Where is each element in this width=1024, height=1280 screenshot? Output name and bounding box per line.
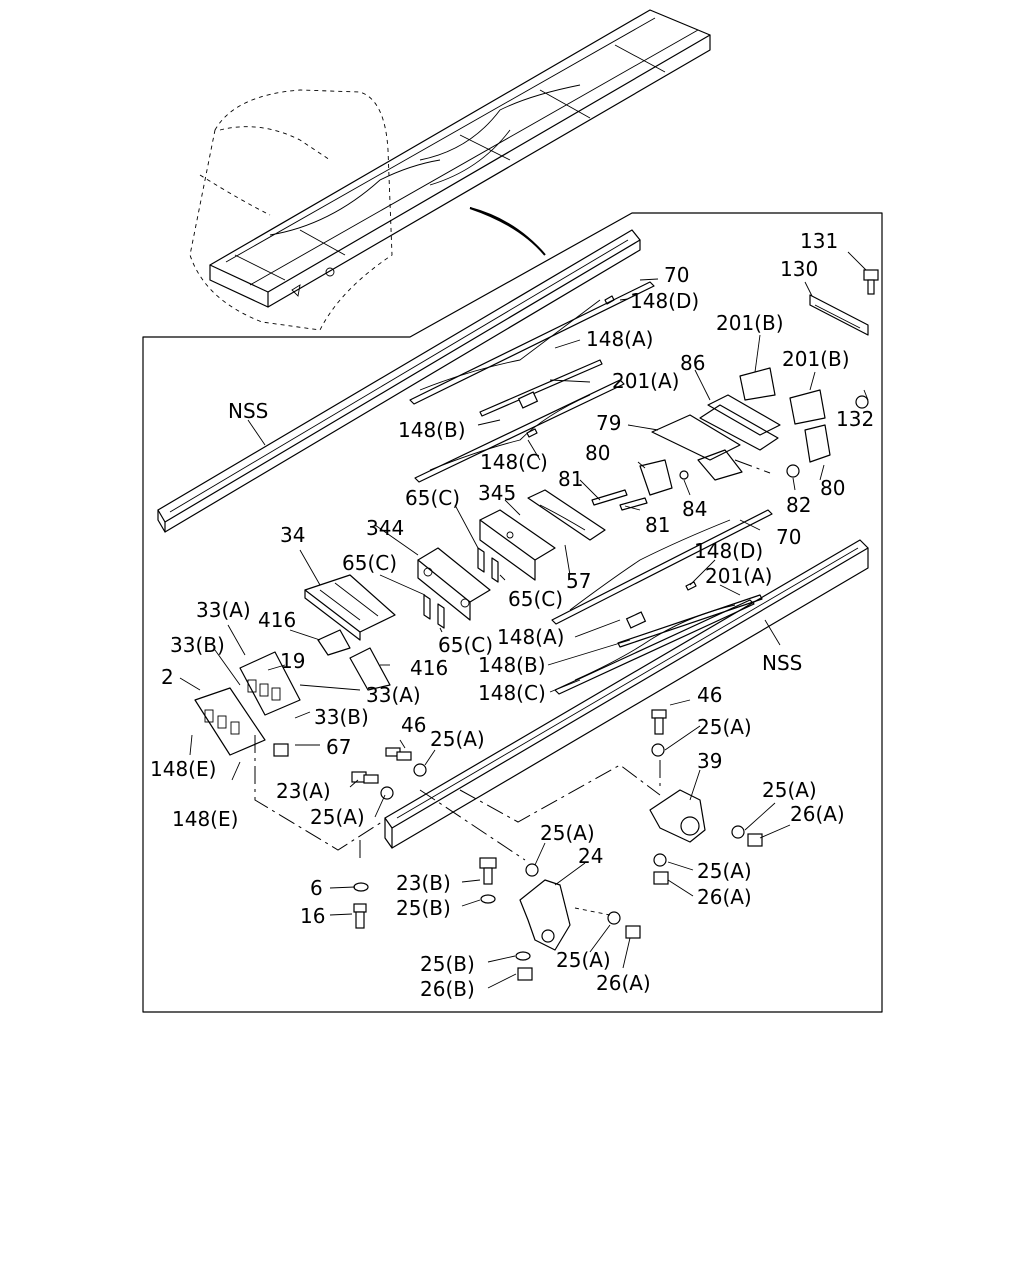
label-25b-2: 25(B): [420, 952, 475, 976]
label-33b-top: 33(B): [170, 633, 225, 657]
label-57: 57: [566, 569, 591, 593]
crossmember-34: [304, 574, 396, 641]
detail-border: [142, 212, 883, 1013]
label-26a-3: 26(A): [596, 971, 651, 995]
label-nss-left: NSS: [228, 399, 268, 423]
label-148a-lower: 148(A): [497, 625, 564, 649]
label-23b: 23(B): [396, 871, 451, 895]
label-25a-3: 25(A): [762, 778, 817, 802]
brackets-416: [317, 629, 391, 691]
label-70-upper: 70: [664, 263, 689, 287]
label-79: 79: [596, 411, 621, 435]
spring-hanger-39: [649, 789, 706, 843]
label-25a-6: 25(A): [697, 859, 752, 883]
brackets-65c: [423, 547, 499, 629]
label-344: 344: [366, 516, 404, 540]
label-131: 131: [800, 229, 838, 253]
label-nss-right: NSS: [762, 651, 802, 675]
label-84: 84: [682, 497, 707, 521]
label-86: 86: [680, 351, 705, 375]
label-6: 6: [310, 876, 323, 900]
label-19: 19: [280, 649, 305, 673]
label-26a-1: 26(A): [790, 802, 845, 826]
label-130: 130: [780, 257, 818, 281]
label-82: 82: [786, 493, 811, 517]
label-25a-7: 25(A): [556, 948, 611, 972]
callout-labels: 131 130 70 148(D) 148(A) 201(B) 201(B) 8…: [150, 229, 874, 1001]
label-132: 132: [836, 407, 874, 431]
leader-lines: [179, 251, 869, 989]
label-201b-left: 201(B): [716, 311, 784, 335]
label-65c-left: 65(C): [342, 551, 397, 575]
label-148c-lower: 148(C): [478, 681, 546, 705]
label-25a-1: 25(A): [430, 727, 485, 751]
truck-overview-illustration: [189, 9, 711, 331]
label-148b-upper: 148(B): [398, 418, 466, 442]
lower-reinforcement-set: [551, 509, 773, 695]
guide-lines: [254, 459, 771, 916]
label-148d-upper: 148(D): [630, 289, 699, 313]
rear-brackets: [639, 294, 869, 496]
label-201b-right: 201(B): [782, 347, 850, 371]
label-81-lower: 81: [645, 513, 670, 537]
upper-reinforcement-set: [409, 281, 655, 483]
label-26a-2: 26(A): [697, 885, 752, 909]
label-148a-upper: 148(A): [586, 327, 653, 351]
label-148e-left: 148(E): [150, 757, 216, 781]
label-81-upper: 81: [558, 467, 583, 491]
label-201a-lower: 201(A): [705, 564, 772, 588]
crossmember-345: [479, 509, 556, 581]
pointer-arrow: [469, 207, 546, 256]
label-416-top: 416: [258, 608, 296, 632]
label-25a-4: 25(A): [310, 805, 365, 829]
crossmember-344: [417, 547, 491, 621]
label-16: 16: [300, 904, 325, 928]
label-25a-2: 25(A): [697, 715, 752, 739]
spring-shackle-24: [519, 879, 571, 951]
label-39: 39: [697, 749, 722, 773]
label-33a-bottom: 33(A): [366, 683, 421, 707]
label-148d-lower: 148(D): [694, 539, 763, 563]
label-33b-bottom: 33(B): [314, 705, 369, 729]
label-46-right: 46: [697, 683, 722, 707]
label-34: 34: [280, 523, 305, 547]
label-148e-right: 148(E): [172, 807, 238, 831]
nss-right-rail: [384, 539, 869, 849]
label-2: 2: [161, 665, 174, 689]
label-80-left: 80: [585, 441, 610, 465]
label-416-bottom: 416: [410, 656, 448, 680]
fasteners: [273, 269, 879, 981]
label-46-left: 46: [401, 713, 426, 737]
crossmember-2: [194, 687, 266, 756]
label-26b: 26(B): [420, 977, 475, 1001]
label-23a: 23(A): [276, 779, 331, 803]
crossmember-57: [527, 489, 606, 541]
label-148c-upper: 148(C): [480, 450, 548, 474]
label-80-right: 80: [820, 476, 845, 500]
label-65c-top: 65(C): [405, 486, 460, 510]
nss-left-rail: [157, 229, 641, 533]
label-25a-5: 25(A): [540, 821, 595, 845]
label-148b-lower: 148(B): [478, 653, 546, 677]
label-65c-bottom: 65(C): [438, 633, 493, 657]
label-24: 24: [578, 844, 603, 868]
label-70-lower: 70: [776, 525, 801, 549]
crossmember-19: [239, 651, 301, 716]
label-33a-top: 33(A): [196, 598, 251, 622]
label-201a-upper: 201(A): [612, 369, 679, 393]
label-65c-middle: 65(C): [508, 587, 563, 611]
label-25b-1: 25(B): [396, 896, 451, 920]
label-345: 345: [478, 481, 516, 505]
label-67: 67: [326, 735, 351, 759]
